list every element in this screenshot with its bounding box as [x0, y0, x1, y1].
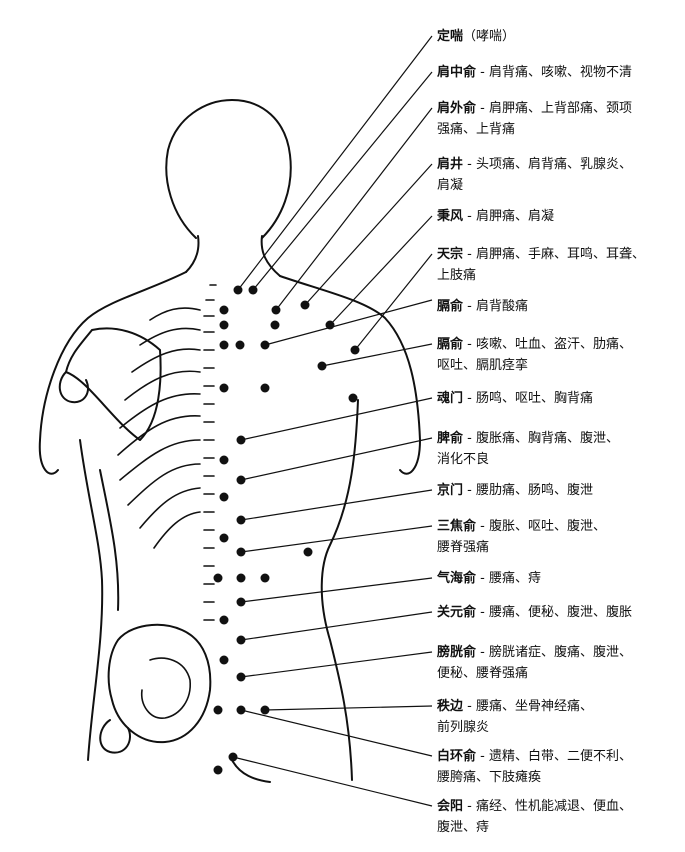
- acupoint-label-jianjing: 肩井 - 头项痛、肩背痛、乳腺炎、肩凝: [437, 157, 632, 193]
- acupoint-label-huiyang: 会阳 - 痛经、性机能减退、便血、腹泄、痔: [437, 799, 632, 835]
- ribs: [117, 307, 201, 549]
- spine-segments: [203, 284, 217, 621]
- pelvis: [107, 623, 212, 744]
- acupoint-label-pishu: 脾俞 - 腹胀痛、胸背痛、腹泄、消化不良: [437, 431, 619, 467]
- sacrum: [140, 657, 191, 719]
- acupoint-label-tianzong: 天宗 - 肩胛痛、手麻、耳鸣、耳聋、上肢痛: [437, 247, 645, 283]
- acupoint-label-pangguangshu: 膀胱俞 - 膀胱诸症、腹痛、腹泄、便秘、腰脊强痛: [437, 645, 632, 681]
- acupoint-label-sanjiaoshu: 三焦俞 - 腹胀、呕吐、腹泄、腰脊强痛: [437, 519, 606, 555]
- head-outline: [165, 99, 292, 239]
- acupoint-label-geshu-1: 膈俞 - 肩背酸痛: [437, 299, 528, 314]
- neck-outline: [185, 235, 281, 277]
- scapula: [65, 327, 162, 441]
- acupoint-label-dingchuan: 定喘（哮喘）: [437, 29, 516, 44]
- buttock-line: [231, 759, 271, 783]
- torso-right-side: [320, 399, 359, 781]
- femur-head: [99, 719, 131, 754]
- acupoint-label-qihaishu: 气海俞 - 腰痛、痔: [437, 571, 541, 586]
- acupoint-label-bingfeng: 秉风 - 肩胛痛、肩凝: [437, 209, 554, 224]
- acupoint-label-jingmen: 京门 - 腰肋痛、肠鸣、腹泄: [437, 483, 593, 498]
- acupoint-label-baihuanshu: 白环俞 - 遗精、白带、二便不利、腰胯痛、下肢瘫痪: [437, 749, 632, 785]
- acupoint-label-zhibian: 秩边 - 腰痛、坐骨神经痛、前列腺炎: [437, 699, 593, 735]
- torso-outline: [38, 271, 421, 475]
- humerus-head: [58, 371, 90, 404]
- acupoint-label-jianwaishu: 肩外俞 - 肩胛痛、上背部痛、颈项强痛、上背痛: [437, 101, 632, 137]
- acupoint-label-geshu-2: 膈俞 - 咳嗽、吐血、盗汗、肋痛、呕吐、膈肌痉挛: [437, 337, 632, 373]
- acupoint-label-jianzhongshu: 肩中俞 - 肩背痛、咳嗽、视物不清: [437, 65, 632, 80]
- torso-left-side: [79, 439, 120, 761]
- leader-lines: [232, 35, 433, 807]
- acupoint-label-guanyuanshu: 关元俞 - 腰痛、便秘、腹泄、腹胀: [437, 605, 632, 620]
- acupoint-label-hunmen: 魂门 - 肠鸣、呕吐、胸背痛: [437, 391, 593, 406]
